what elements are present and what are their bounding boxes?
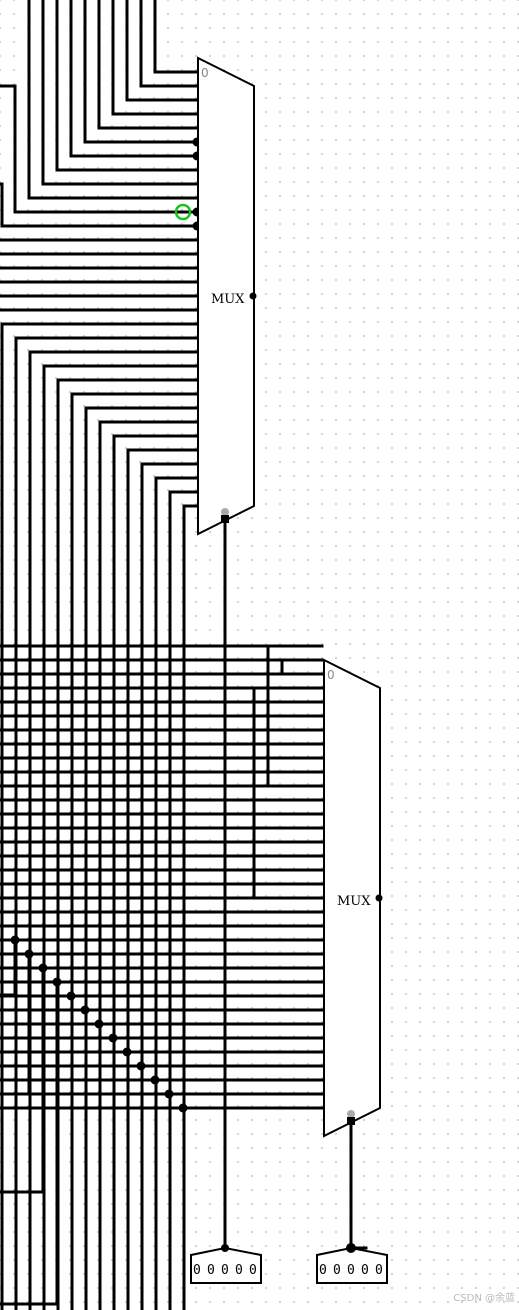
junction-dot xyxy=(38,963,48,973)
wire[interactable] xyxy=(0,322,198,652)
wire[interactable] xyxy=(0,966,45,1194)
wire[interactable] xyxy=(83,0,198,144)
junction-dot xyxy=(150,1075,160,1085)
mux-1-zero-marker: 0 xyxy=(201,66,209,80)
wire[interactable] xyxy=(139,0,198,88)
probe-2-body[interactable] xyxy=(316,1246,388,1284)
mux-2-body[interactable] xyxy=(323,658,381,1138)
mux-2-zero-marker: 0 xyxy=(327,668,335,682)
wire-layer xyxy=(0,0,368,1310)
junction-dot xyxy=(108,1033,118,1043)
probe-2-digit: 0 xyxy=(361,1263,369,1278)
junction-dot xyxy=(122,1047,132,1057)
wire[interactable] xyxy=(70,392,198,742)
probe-2[interactable]: 0 0 0 0 0 xyxy=(316,1243,388,1284)
probe-1-digit: 0 xyxy=(193,1263,201,1278)
probe-1[interactable]: 0 0 0 0 0 xyxy=(190,1244,262,1284)
mux-2-label: MUX xyxy=(337,894,371,909)
mux-1-select-pin[interactable] xyxy=(221,508,229,516)
wire[interactable] xyxy=(0,182,198,228)
wire[interactable] xyxy=(27,0,198,200)
wire[interactable] xyxy=(0,952,31,1096)
junction-dot xyxy=(52,977,62,987)
watermark: CSDN @余蓝 xyxy=(453,1293,515,1304)
wire[interactable] xyxy=(0,980,59,1306)
wire[interactable] xyxy=(111,0,198,116)
junction-dot xyxy=(10,935,20,945)
mux-2[interactable]: 0 MUX xyxy=(323,658,383,1138)
wire[interactable] xyxy=(154,476,198,850)
junction-dot xyxy=(24,949,34,959)
probe-2-digit: 0 xyxy=(319,1263,327,1278)
junction-dot xyxy=(136,1061,146,1071)
wire[interactable] xyxy=(182,658,324,676)
wire[interactable] xyxy=(97,0,198,130)
wire[interactable] xyxy=(42,364,198,706)
mux-2-select-pin[interactable] xyxy=(347,1110,355,1118)
wire[interactable] xyxy=(84,406,198,760)
wire[interactable] xyxy=(0,938,17,997)
probe-1-digit: 0 xyxy=(207,1263,215,1278)
wire[interactable] xyxy=(0,84,198,214)
probe-1-digit: 0 xyxy=(249,1263,257,1278)
wire[interactable] xyxy=(14,336,198,670)
probe-2-digit: 0 xyxy=(375,1263,383,1278)
probe-1-digit: 0 xyxy=(221,1263,229,1278)
wire[interactable] xyxy=(153,0,198,74)
probe-1-body[interactable] xyxy=(190,1246,262,1284)
wire[interactable] xyxy=(182,686,324,900)
mux-2-select-connector xyxy=(347,1117,355,1125)
mux-1-output-pin[interactable] xyxy=(249,292,257,300)
junction-dot xyxy=(80,1005,90,1015)
wire[interactable] xyxy=(69,0,198,158)
wire[interactable] xyxy=(125,0,198,102)
mux-1-label: MUX xyxy=(211,292,245,307)
junction-dot xyxy=(164,1089,174,1099)
probe-2-digit: 0 xyxy=(333,1263,341,1278)
wire[interactable] xyxy=(41,0,198,186)
junction-dot xyxy=(66,991,76,1001)
selected-wire-highlight[interactable] xyxy=(174,203,192,221)
wire[interactable] xyxy=(28,350,198,688)
probe-2-digit: 0 xyxy=(347,1263,355,1278)
probe-2-input-pin[interactable] xyxy=(346,1243,356,1253)
probe-1-digit: 0 xyxy=(235,1263,243,1278)
mux-1-select-connector xyxy=(221,515,229,523)
mux-2-output-pin[interactable] xyxy=(375,894,383,902)
wire[interactable] xyxy=(56,378,198,724)
mux-1-body[interactable] xyxy=(197,56,255,536)
wire[interactable] xyxy=(55,0,198,172)
junction-dot xyxy=(94,1019,104,1029)
junction-layer xyxy=(10,137,202,1113)
mux-1[interactable]: 0 MUX xyxy=(197,56,257,536)
probe-1-input-pin[interactable] xyxy=(221,1244,229,1252)
junction-dot xyxy=(178,1103,188,1113)
